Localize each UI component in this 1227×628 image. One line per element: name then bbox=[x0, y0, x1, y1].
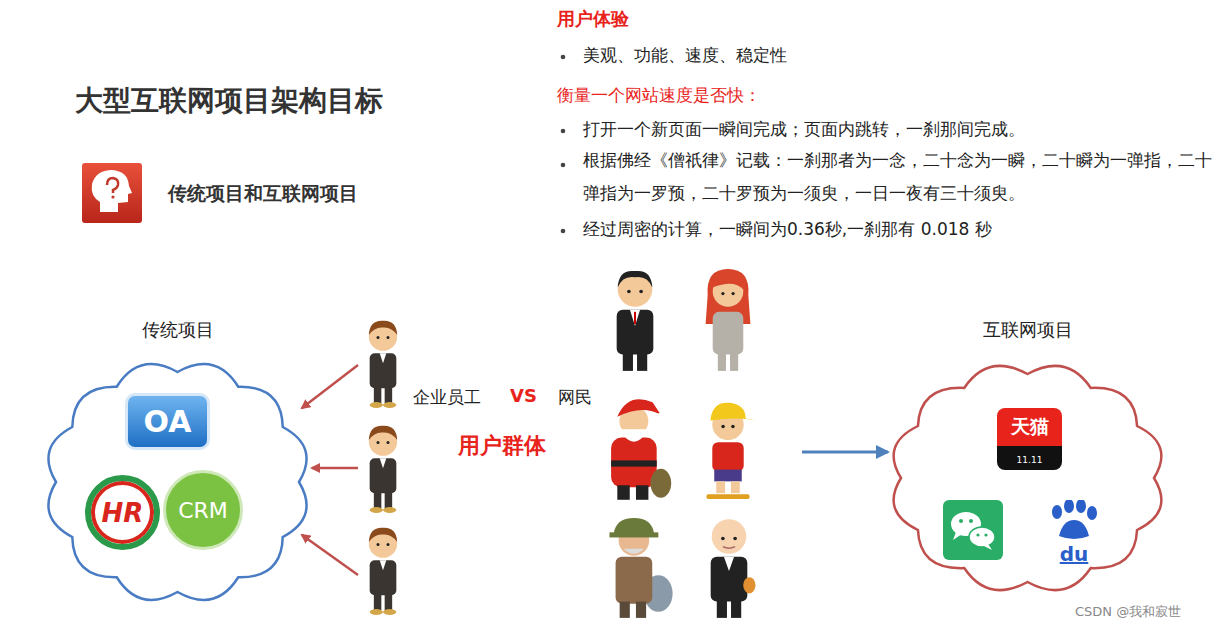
cloud-outline bbox=[894, 366, 1162, 590]
paw-pad bbox=[1076, 500, 1086, 513]
app-icon: du bbox=[1045, 500, 1103, 566]
question-icon bbox=[82, 163, 142, 223]
transition-arrow bbox=[802, 451, 888, 454]
cloud-region: 互联网项目天猫 11.11 du bbox=[885, 318, 1170, 598]
app-icon: HR bbox=[85, 475, 160, 550]
section-heading: 衡量一个网站速度是否快： bbox=[557, 84, 761, 107]
app-icon: OA bbox=[125, 393, 210, 450]
bullet-text: 美观、功能、速度、稳定性 bbox=[583, 44, 787, 67]
paw-pad bbox=[1052, 505, 1062, 519]
cloud-outline bbox=[885, 358, 1170, 598]
group-label: 企业员工 bbox=[413, 386, 481, 409]
bullet-text: 打开一个新页面一瞬间完成；页面内跳转，一刹那间完成。 bbox=[583, 118, 1025, 141]
vs-label: VS bbox=[510, 385, 537, 406]
netizen-figures bbox=[609, 269, 755, 618]
bullet-text: 根据佛经《僧祇律》记载：一刹那者为一念，二十念为一瞬，二十瞬为一弹指，二十弹指为… bbox=[583, 144, 1218, 210]
app-icon: 天猫 11.11 bbox=[997, 408, 1062, 470]
bullet-text: 经过周密的计算，一瞬间为0.36秒,一刹那有 0.018 秒 bbox=[583, 218, 992, 241]
node-text: 天猫 bbox=[1011, 414, 1049, 440]
wechat-icon bbox=[943, 500, 1003, 560]
title: 大型互联网项目架构目标 bbox=[75, 82, 383, 120]
section-heading: 用户体验 bbox=[557, 7, 629, 31]
node-text: du bbox=[1060, 542, 1089, 566]
app-icon: CRM bbox=[163, 470, 243, 550]
node-text: 11.11 bbox=[1017, 455, 1043, 465]
group-label: 网民 bbox=[558, 386, 592, 409]
bullet-dots bbox=[561, 55, 566, 234]
node-text: 传统项目 bbox=[40, 318, 315, 342]
cloud-outline bbox=[48, 364, 306, 600]
heading-label: 用户群体 bbox=[458, 431, 546, 461]
employee-figures bbox=[369, 321, 397, 615]
cloud-region: 传统项目 OA HR CRM bbox=[40, 318, 315, 608]
node-text: 互联网项目 bbox=[885, 318, 1170, 342]
subtitle: 传统项目和互联网项目 bbox=[168, 181, 358, 207]
node-text: HR bbox=[102, 498, 144, 528]
employee-arrows bbox=[302, 365, 358, 575]
watermark: CSDN @我和寂世 bbox=[1075, 603, 1181, 621]
paw-symbol bbox=[1045, 500, 1103, 542]
node-text: CRM bbox=[178, 498, 228, 523]
paw-pad bbox=[1059, 520, 1089, 539]
paw-pad bbox=[1064, 500, 1074, 513]
node-text: OA bbox=[144, 404, 192, 439]
paw-pad bbox=[1087, 506, 1097, 520]
